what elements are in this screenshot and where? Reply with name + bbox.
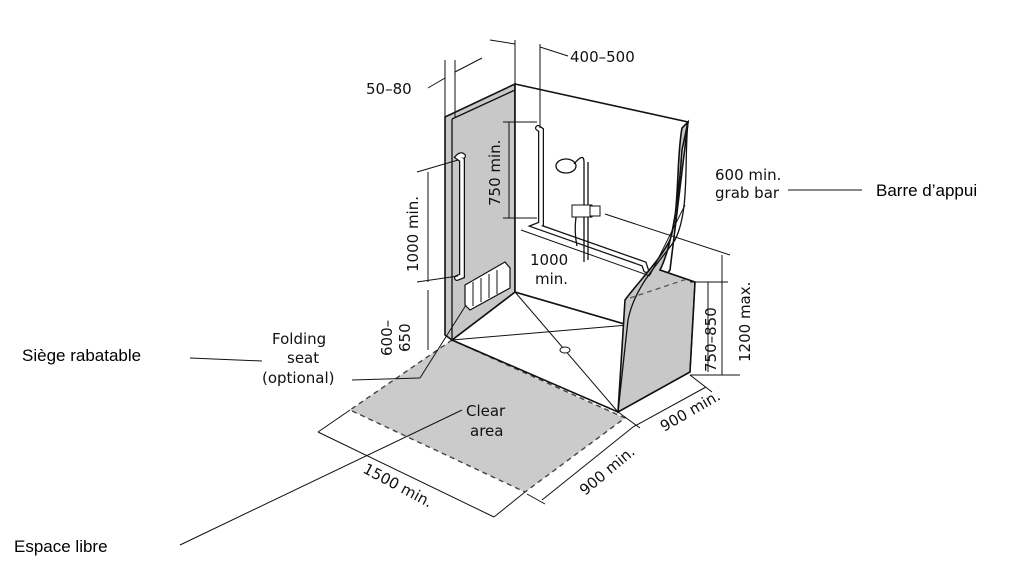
french-seat-label: Siège rabatable — [22, 346, 141, 365]
dim-1500: 1500 min. — [360, 460, 436, 512]
right-wall — [617, 119, 696, 414]
dim-600-grab-bar-a: 600 min. — [715, 166, 781, 184]
folding-seat-label-c: (optional) — [262, 369, 335, 387]
dim-50-80: 50–80 — [366, 80, 412, 98]
dim-750: 750 min. — [486, 140, 504, 206]
folding-seat — [464, 261, 511, 311]
dim-750-850: 750–850 — [702, 307, 720, 372]
clear-area-label-a: Clear — [466, 402, 506, 420]
dim-900-bottom: 900 min. — [576, 443, 638, 500]
dim-1000-vertical: 1000 min. — [404, 196, 422, 272]
dim-400-500: 400–500 — [570, 48, 635, 66]
dim-600-650-a: 600– — [378, 320, 396, 356]
folding-seat-label-a: Folding — [272, 330, 326, 348]
dim-1200: 1200 max. — [736, 282, 754, 362]
french-grab-bar-label: Barre d’appui — [876, 181, 977, 200]
french-clear-label: Espace libre — [14, 537, 108, 556]
clear-area-label-b: area — [470, 422, 503, 440]
dim-1000-horizontal-a: 1000 — [530, 251, 568, 269]
dim-600-650-b: 650 — [396, 323, 414, 352]
shower-head — [555, 156, 601, 262]
dim-1000-horizontal-b: min. — [535, 270, 568, 288]
dim-900-right: 900 min. — [657, 387, 724, 436]
folding-seat-label-b: seat — [287, 349, 319, 367]
dim-600-grab-bar-b: grab bar — [715, 184, 780, 202]
